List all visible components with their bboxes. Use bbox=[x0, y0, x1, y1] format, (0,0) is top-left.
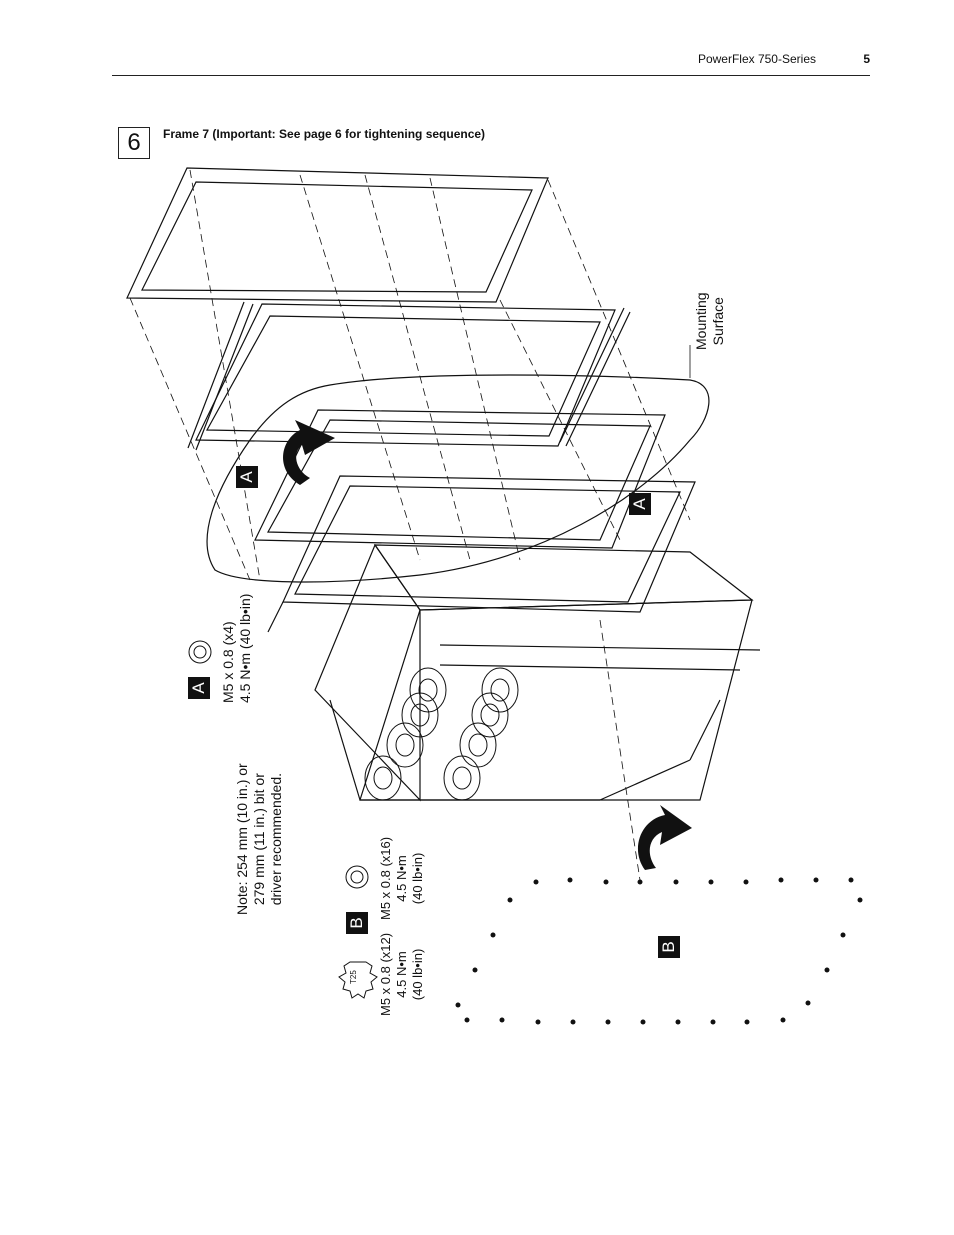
step-title: Frame 7 (Important: See page 6 for tight… bbox=[163, 127, 486, 141]
fastener-b-hex-spec: M5 x 0.8 (x16) 4.5 N•m (40 lb•in) bbox=[378, 836, 425, 920]
running-header: PowerFlex 750-Series bbox=[697, 52, 816, 66]
header-rule bbox=[112, 75, 870, 76]
capacitors bbox=[364, 667, 519, 801]
fastener-a-spec: M5 x 0.8 (x4) 4.5 N•m (40 lb•in) bbox=[220, 593, 253, 703]
callout-b-badge: B bbox=[346, 912, 368, 934]
step-number-box: 6 bbox=[118, 127, 150, 159]
callout-a-badge: A bbox=[629, 493, 651, 515]
page-number: 5 bbox=[863, 52, 870, 66]
frame-gaskets bbox=[126, 167, 710, 633]
alignment-lines bbox=[129, 169, 691, 881]
torx-bit-label: T25 bbox=[349, 970, 358, 984]
callout-a-badge: A bbox=[188, 677, 210, 699]
callout-a-badge: A bbox=[236, 466, 258, 488]
fastener-b-torx-spec: M5 x 0.8 (x12) 4.5 N•m (40 lb•in) bbox=[378, 932, 425, 1016]
callout-b-badge: B bbox=[658, 936, 680, 958]
fastener-icons bbox=[188, 640, 378, 999]
driver-note: Note: 254 mm (10 in.) or 279 mm (11 in.)… bbox=[234, 763, 284, 915]
screw-ring bbox=[455, 877, 863, 1025]
rotation-arrows bbox=[283, 420, 692, 870]
mounting-surface-label: Mounting Surface bbox=[693, 292, 726, 350]
drive-chassis bbox=[314, 543, 761, 802]
